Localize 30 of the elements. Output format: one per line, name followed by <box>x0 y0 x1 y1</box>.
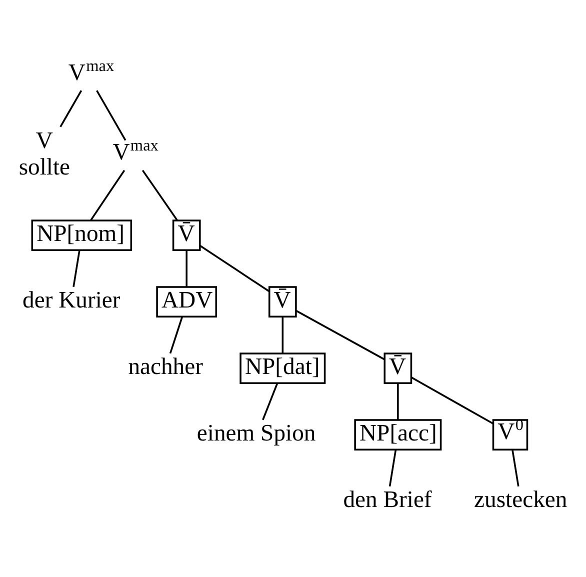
connector <box>512 450 520 487</box>
connector <box>199 244 270 292</box>
node-text: den Brief <box>343 486 432 513</box>
node-text: V sollte <box>18 128 70 180</box>
node-text: nachher <box>128 354 203 380</box>
connector <box>388 450 397 487</box>
connector <box>72 250 80 287</box>
node-text: zustecken <box>474 486 568 513</box>
connector <box>169 316 184 354</box>
node-text: V$^{max}$ <box>112 136 158 166</box>
node-box: V̄ <box>384 352 412 384</box>
connector <box>397 383 399 420</box>
connector <box>410 376 494 424</box>
node-box: V̄ <box>172 220 201 251</box>
node-box: ADV <box>156 286 218 318</box>
node-text: einem Spion <box>196 420 316 446</box>
node-text: der Kurier <box>22 287 120 314</box>
connector <box>90 170 126 221</box>
node-box: V̄ <box>268 286 297 318</box>
node-box: NP[acc] <box>354 419 442 450</box>
node-box: NP[nom] <box>31 220 132 251</box>
connector <box>186 250 188 287</box>
connector <box>142 170 178 221</box>
node-text: V$^{max}$ <box>68 56 114 86</box>
connector <box>282 316 284 354</box>
connector <box>60 90 82 128</box>
connector <box>262 382 278 420</box>
connector <box>96 90 126 141</box>
connector <box>296 310 385 360</box>
node-box: NP[dat] <box>240 352 326 384</box>
